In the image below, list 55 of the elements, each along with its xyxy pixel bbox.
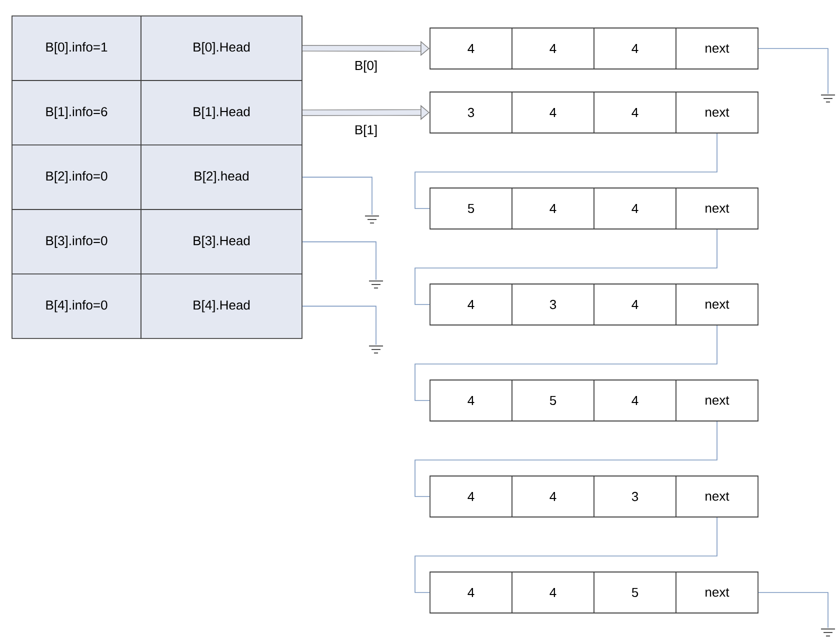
- connector: [758, 592, 828, 628]
- connector: [414, 421, 718, 497]
- table-cell: B[3].info=0: [12, 209, 142, 274]
- list-cell: next: [676, 572, 758, 614]
- list-cell: 4: [512, 572, 594, 614]
- list-cell: next: [676, 284, 758, 326]
- list-cell: 4: [594, 380, 676, 422]
- list-cell: 3: [594, 476, 676, 518]
- ground-symbol: [368, 346, 384, 354]
- connector: [414, 229, 718, 305]
- list-cell: next: [676, 476, 758, 518]
- list-cell: 4: [512, 476, 594, 518]
- connector: [302, 241, 376, 280]
- connector: [414, 133, 718, 209]
- list-cell: 4: [594, 92, 676, 134]
- connector: [302, 306, 376, 346]
- table-cell: B[4].info=0: [12, 274, 142, 339]
- list-cell: 4: [430, 28, 512, 70]
- ground-symbol: [364, 216, 380, 224]
- table-cell: B[1].Head: [140, 80, 302, 146]
- list-cell: 4: [594, 284, 676, 326]
- table-cell: B[3].Head: [140, 209, 302, 274]
- list-cell: 4: [430, 380, 512, 422]
- ground-symbol: [368, 280, 384, 288]
- list-cell: 4: [594, 28, 676, 70]
- list-cell: 4: [430, 572, 512, 614]
- list-cell: 3: [512, 284, 594, 326]
- list-cell: 4: [594, 188, 676, 230]
- list-cell: 5: [430, 188, 512, 230]
- list-cell: next: [676, 92, 758, 134]
- list-cell: 5: [594, 572, 676, 614]
- list-cell: next: [676, 188, 758, 230]
- list-cell: 4: [430, 284, 512, 326]
- connector: [414, 517, 718, 593]
- list-cell: 4: [512, 28, 594, 70]
- list-cell: 5: [512, 380, 594, 422]
- table-cell: B[2].info=0: [12, 144, 142, 210]
- list-cell: 4: [512, 188, 594, 230]
- list-cell: 4: [430, 476, 512, 518]
- table-cell: B[4].Head: [140, 274, 302, 339]
- list-cell: 4: [512, 92, 594, 134]
- connector: [302, 176, 372, 216]
- list-cell: next: [676, 28, 758, 70]
- list-cell: 3: [430, 92, 512, 134]
- table-cell: B[1].info=6: [12, 80, 142, 146]
- edge-label: B[0]: [356, 60, 377, 73]
- connector: [758, 48, 828, 94]
- table-cell: B[0].info=1: [12, 16, 142, 81]
- ground-symbol: [820, 94, 836, 102]
- list-cell: next: [676, 380, 758, 422]
- table-cell: B[0].Head: [140, 16, 302, 81]
- edge-label: B[1]: [356, 124, 377, 137]
- connector: [414, 325, 718, 401]
- table-cell: B[2].head: [140, 144, 302, 210]
- ground-symbol: [820, 628, 836, 636]
